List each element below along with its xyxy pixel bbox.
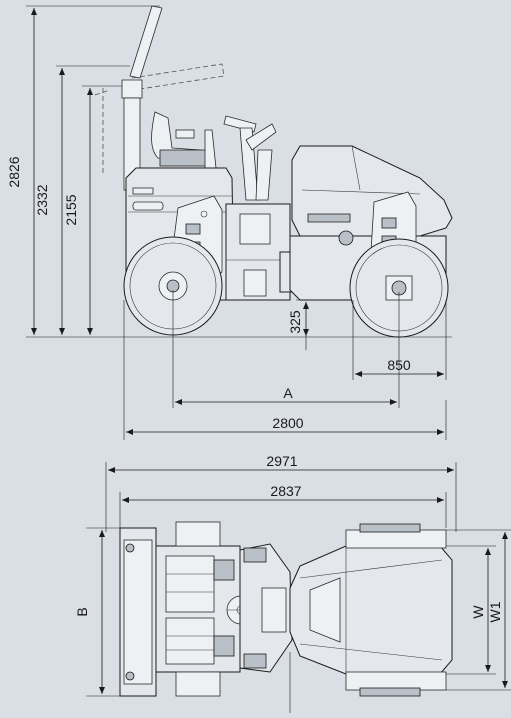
front-guard-top	[345, 529, 447, 549]
dim-b-label: B	[74, 607, 90, 616]
front-guard-bottom	[345, 671, 447, 691]
rear-drum-top	[119, 527, 157, 697]
dim-2155-label: 2155	[63, 194, 79, 225]
dim-2837-label: 2837	[270, 483, 301, 499]
top-dimensions	[86, 462, 511, 713]
dim-2332-label: 2332	[34, 184, 50, 215]
front-drum-edge-top	[359, 523, 421, 533]
dim-2826-label: 2826	[6, 156, 22, 187]
dim-w-label: W	[470, 605, 486, 619]
dim-a-label: A	[283, 385, 293, 401]
front-drum-edge-bottom	[359, 687, 421, 697]
rear-guard-bottom	[175, 671, 221, 697]
rops-bar	[121, 5, 163, 191]
control-lever	[204, 129, 217, 169]
side-view	[94, 5, 453, 338]
front-hood-top	[289, 545, 453, 675]
rops-folded-outline	[94, 63, 225, 175]
top-view	[119, 521, 453, 697]
dim-325-label: 325	[287, 310, 303, 334]
dim-2971-label: 2971	[266, 453, 297, 469]
steering-wheel	[223, 115, 277, 201]
top-dimension-labels: 2971 2837 B W W1	[74, 453, 503, 623]
dim-850-label: 850	[387, 357, 411, 373]
dim-w1-label: W1	[487, 601, 503, 622]
rear-guard-top	[175, 521, 221, 547]
rear-chassis-top	[155, 545, 241, 673]
front-hood	[291, 145, 453, 237]
rear-drum	[123, 236, 223, 336]
side-dimensions	[26, 5, 447, 440]
side-dimension-labels: 2826 2332 2155 325 850 A 2800	[6, 156, 411, 431]
articulation-top	[239, 543, 293, 673]
dim-2800-label: 2800	[272, 415, 303, 431]
operator-seat	[151, 111, 213, 167]
